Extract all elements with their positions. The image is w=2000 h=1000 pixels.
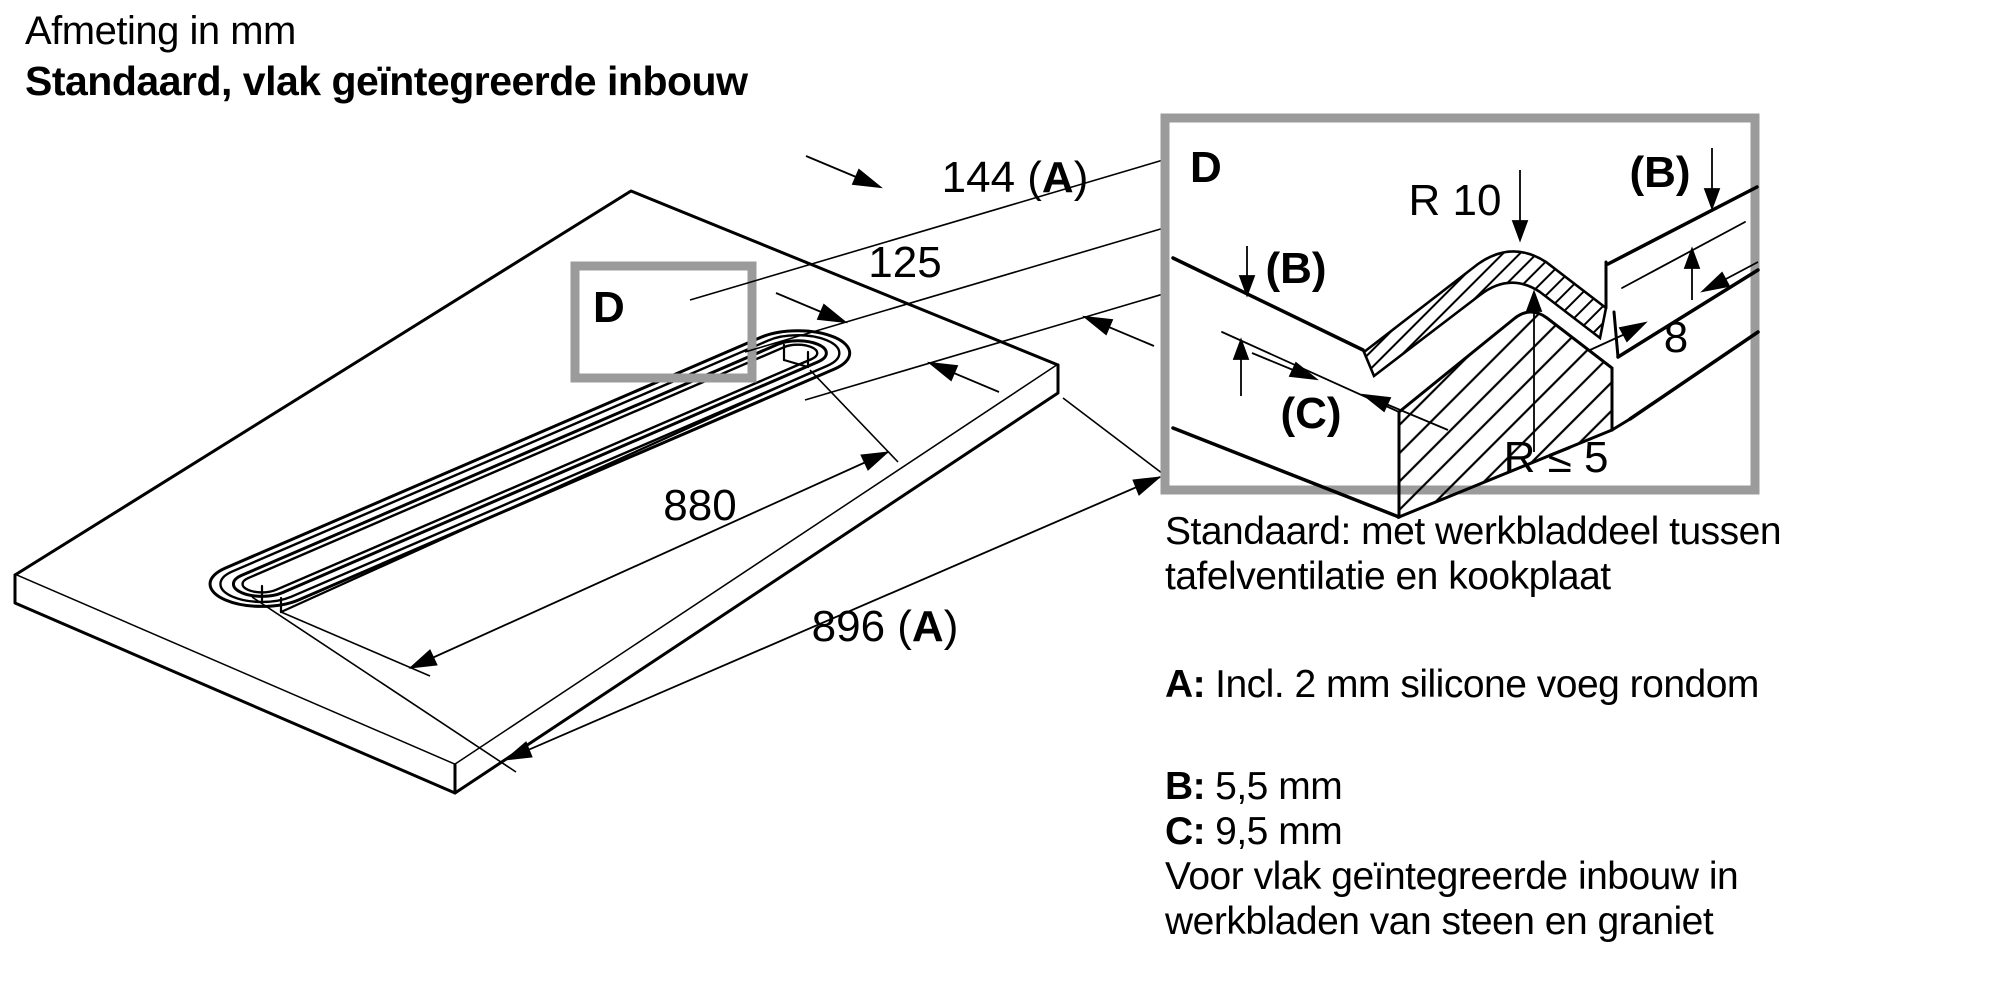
dim-880-graphics	[280, 369, 899, 677]
note-a-text: Incl. 2 mm silicone voeg rondom	[1215, 663, 1759, 706]
note-b-label: B:	[1165, 765, 1206, 808]
c-depth-label: (C)	[1280, 389, 1341, 438]
title-block: Afmeting in mm Standaard, vlak geïntegre…	[25, 8, 748, 104]
note-standard-line1: Standaard: met werkbladdeel tussen	[1165, 510, 1782, 553]
ledge-width-label: 8	[1664, 313, 1688, 362]
dim-896-graphics	[251, 397, 1176, 773]
dim-144-label: 144 (A)	[942, 153, 1089, 202]
note-c-label: C:	[1165, 810, 1206, 853]
note-standard-line2: tafelventilatie en kookplaat	[1165, 555, 1611, 598]
radius-top-label: R 10	[1409, 176, 1502, 225]
detail-ref-label: D	[593, 283, 625, 332]
b-right-label: (B)	[1629, 148, 1690, 197]
note-footer-line2: werkbladen van steen en graniet	[1165, 900, 1714, 943]
note-footer-line1: Voor vlak geïntegreerde inbouw in	[1165, 855, 1739, 898]
notes-block: Standaard: met werkbladdeel tussen tafel…	[1165, 508, 1785, 1000]
note-c: C:9,5 mm	[1165, 810, 1343, 854]
note-c-text: 9,5 mm	[1215, 810, 1343, 853]
dim-125-label: 125	[868, 238, 941, 287]
detail-flange-band	[1362, 250, 1608, 379]
page-title: Afmeting in mm	[25, 9, 296, 53]
cutout-opening-edge	[234, 341, 825, 596]
note-a: A:Incl. 2 mm silicone voeg rondom	[1165, 663, 1759, 707]
note-b-text: 5,5 mm	[1215, 765, 1343, 808]
worktop-cutout	[189, 321, 872, 615]
detail-section-geometry	[1171, 185, 1760, 520]
detail-marker-label: D	[1190, 143, 1222, 192]
worktop-right-thickness-face	[453, 363, 1060, 795]
cutout-inner-depth-lines	[260, 343, 814, 614]
dim-896-label: 896 (A)	[812, 602, 959, 651]
dim-880-label: 880	[663, 481, 736, 530]
width-dimension-arrows	[775, 155, 1155, 393]
detail-dimension-arrows	[1232, 148, 1759, 452]
b-left-label: (B)	[1265, 244, 1326, 293]
detail-middle-block	[1397, 310, 1614, 520]
cutout-ledge-edge	[222, 336, 839, 602]
radius-inner-label: R ≤ 5	[1504, 433, 1609, 482]
detail-ref-box	[570, 261, 757, 383]
cutout-outer-rim	[189, 321, 872, 615]
note-a-label: A:	[1165, 663, 1206, 706]
page-subtitle: Standaard, vlak geïntegreerde inbouw	[25, 58, 748, 104]
note-b: B:5,5 mm	[1165, 765, 1343, 809]
cutout-outer-rim-inner-line	[203, 328, 856, 610]
